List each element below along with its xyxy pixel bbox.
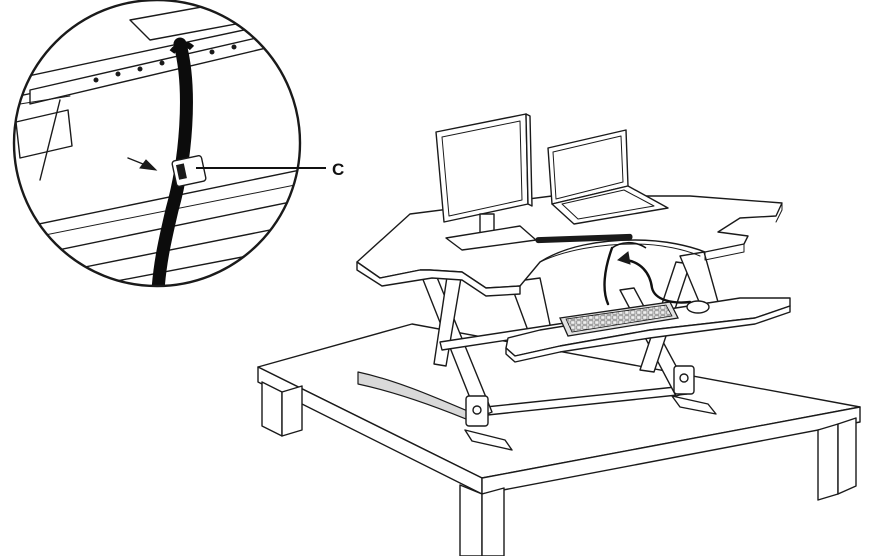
laptop [547, 129, 669, 225]
pointer-arrow-icon [127, 157, 158, 171]
cable-direction-arrow [616, 251, 631, 265]
table [257, 323, 861, 556]
callout-c: C [196, 160, 344, 179]
keyboard [559, 301, 679, 337]
base-foot-right [671, 395, 717, 415]
cable-tie [151, 37, 193, 286]
mouse [686, 300, 710, 314]
monitor [435, 113, 537, 251]
table-leg-right [817, 417, 857, 501]
table-leg-left [261, 381, 303, 437]
cables [603, 241, 692, 306]
rail-holes [93, 44, 237, 83]
desk-platform [356, 195, 783, 297]
detail-magnifier-border [12, 0, 302, 288]
callout-label: C [332, 160, 344, 179]
detail-magnifier [12, 0, 302, 288]
table-leg-front [459, 484, 505, 556]
cable-clip [171, 155, 207, 187]
